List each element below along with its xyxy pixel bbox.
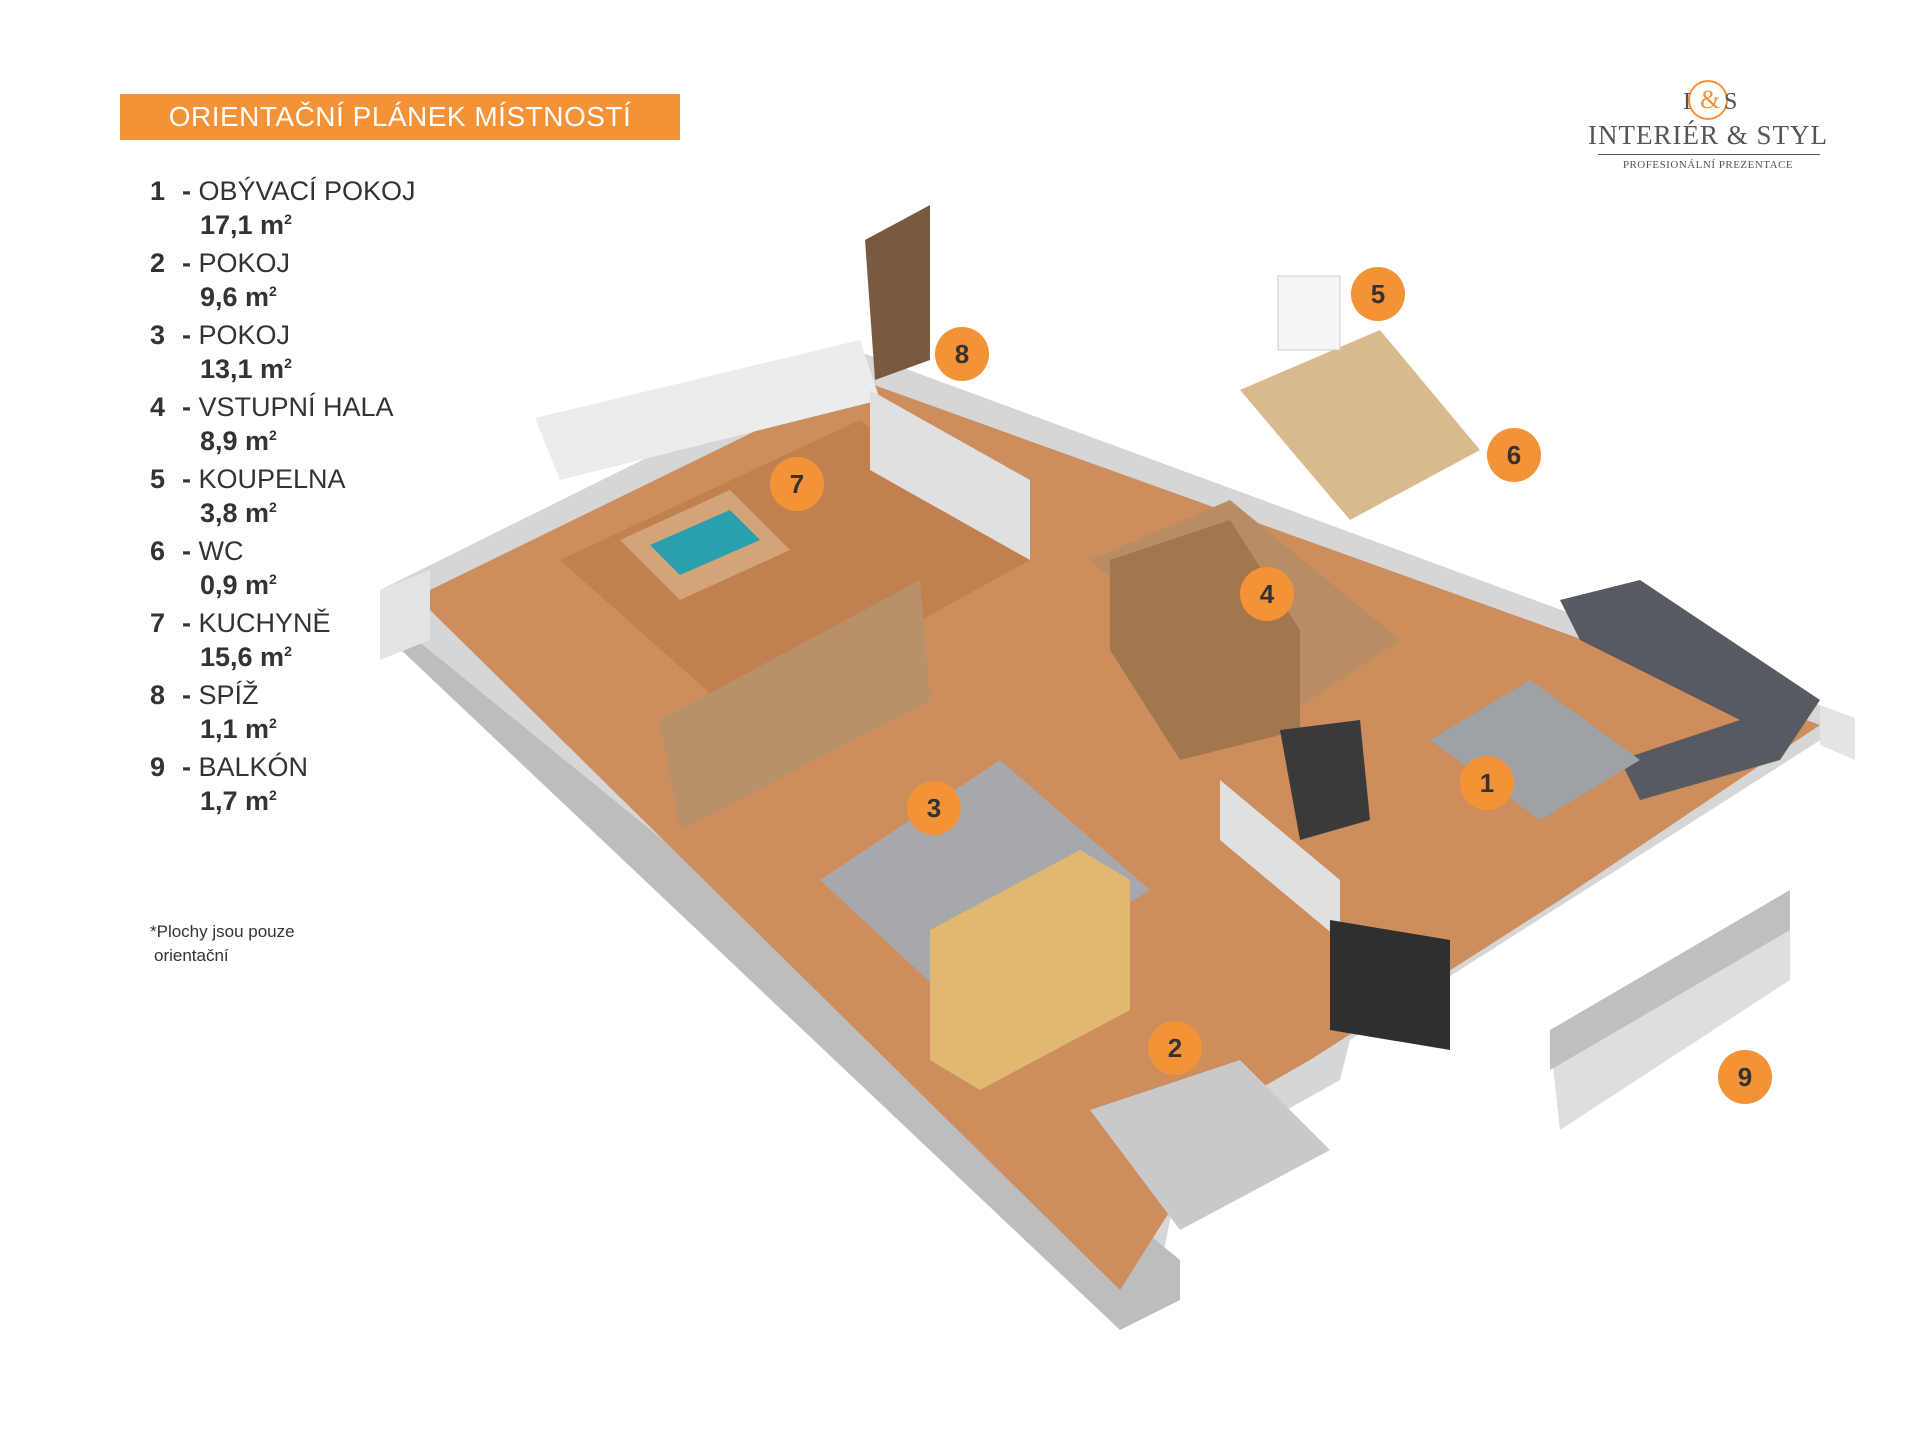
svg-text:2: 2	[1168, 1033, 1182, 1063]
legend-item: 4 - VSTUPNÍ HALA 8,9 m2	[150, 392, 394, 456]
wall-divider-kitchen	[870, 390, 1030, 560]
footnote: *Plochy jsou pouze orientační	[150, 920, 350, 968]
bed	[1090, 1060, 1330, 1230]
legend-number: 2	[150, 248, 166, 278]
legend-number: 3	[150, 320, 166, 350]
room-legend: 1 - OBÝVACÍ POKOJ 17,1 m2 2 - POKOJ 9,6 …	[150, 172, 510, 820]
monogram-left: I	[1683, 89, 1691, 115]
brand-tagline: PROFESIONÁLNÍ PREZENTACE	[1622, 159, 1794, 171]
legend-room-name: POKOJ	[198, 248, 291, 278]
svg-text:1: 1	[1480, 768, 1494, 798]
room-marker-5: 5	[1351, 267, 1405, 321]
kitchen-floor	[560, 420, 1030, 720]
svg-text:&: &	[1700, 85, 1720, 114]
legend-room-area: 0,9 m2	[200, 570, 277, 600]
legend-room-area: 15,6 m2	[200, 642, 292, 672]
room-marker-2: 2	[1148, 1021, 1202, 1075]
room-marker-4: 4	[1240, 567, 1294, 621]
legend-room-name: OBÝVACÍ POKOJ	[198, 176, 416, 206]
svg-text:3: 3	[927, 793, 941, 823]
room-marker-3: 3	[907, 781, 961, 835]
wall-divider-center	[1220, 780, 1340, 940]
legend-room-area: 3,8 m2	[200, 498, 277, 528]
legend-room-area: 1,7 m2	[200, 786, 277, 816]
legend-room-name: BALKÓN	[198, 752, 309, 782]
legend-number: 5	[150, 464, 166, 494]
legend-item: 9 - BALKÓN 1,7 m2	[150, 752, 309, 816]
svg-text:6: 6	[1507, 440, 1521, 470]
wall-north	[535, 340, 880, 480]
legend-number: 6	[150, 536, 166, 566]
legend-room-name: POKOJ	[198, 320, 291, 350]
title-banner: ORIENTAČNÍ PLÁNEK MÍSTNOSTÍ	[120, 94, 680, 140]
svg-text:7: 7	[790, 469, 804, 499]
pantry-shelf	[865, 205, 930, 380]
footnote-line: orientační	[154, 946, 229, 965]
legend-item: 3 - POKOJ 13,1 m2	[150, 320, 292, 384]
footnote-line: *Plochy jsou pouze	[150, 922, 295, 941]
legend-item: 7 - KUCHYNĚ 15,6 m2	[150, 608, 331, 672]
rug-living	[1430, 680, 1640, 820]
wall-west	[380, 570, 430, 660]
balcony-railing	[1550, 890, 1790, 1070]
svg-text:5: 5	[1371, 279, 1385, 309]
wall-east	[1820, 705, 1855, 760]
legend-item: 5 - KOUPELNA 3,8 m2	[150, 464, 346, 528]
water-heater	[1277, 275, 1341, 351]
stove	[1280, 720, 1370, 840]
table-runner	[650, 510, 760, 575]
legend-room-name: SPÍŽ	[198, 680, 259, 710]
legend-room-area: 8,9 m2	[200, 426, 277, 456]
bathroom-floor	[1240, 330, 1480, 520]
kitchen-cabinet	[660, 580, 930, 830]
legend-number: 4	[150, 392, 166, 422]
svg-text:9: 9	[1738, 1062, 1752, 1092]
legend-item: 2 - POKOJ 9,6 m2	[150, 248, 291, 312]
monogram-right: S	[1724, 89, 1737, 115]
brand-logo: I & S INTERIÉR & STYL PROFESIONÁLNÍ PREZ…	[1588, 76, 1828, 176]
legend-item: 1 - OBÝVACÍ POKOJ 17,1 m2	[150, 176, 416, 240]
legend-item: 6 - WC 0,9 m2	[150, 536, 277, 600]
legend-room-name: VSTUPNÍ HALA	[198, 392, 394, 422]
monogram-icon: I & S	[1683, 80, 1737, 120]
brand-name: INTERIÉR & STYL	[1588, 120, 1828, 150]
legend-number: 7	[150, 608, 166, 638]
legend-room-area: 13,1 m2	[200, 354, 292, 384]
legend-room-area: 1,1 m2	[200, 714, 277, 744]
page-title: ORIENTAČNÍ PLÁNEK MÍSTNOSTÍ	[168, 101, 632, 132]
room-marker-1: 1	[1460, 756, 1514, 810]
legend-room-name: KOUPELNA	[198, 464, 346, 494]
legend-number: 8	[150, 680, 166, 710]
room-marker-8: 8	[935, 327, 989, 381]
legend-number: 1	[150, 176, 166, 206]
legend-room-name: WC	[198, 536, 244, 566]
wardrobe	[930, 850, 1130, 1090]
room-marker-9: 9	[1718, 1050, 1772, 1104]
legend-item: 8 - SPÍŽ 1,1 m2	[150, 680, 277, 744]
legend-number: 9	[150, 752, 166, 782]
rug-bedroom	[820, 760, 1150, 1010]
logo-divider	[1598, 154, 1820, 155]
room-marker-6: 6	[1487, 428, 1541, 482]
room-marker-7: 7	[770, 457, 824, 511]
legend-room-area: 9,6 m2	[200, 282, 277, 312]
legend-room-name: KUCHYNĚ	[198, 608, 331, 638]
legend-room-area: 17,1 m2	[200, 210, 292, 240]
svg-text:4: 4	[1260, 579, 1275, 609]
sofa	[1560, 580, 1820, 800]
tv-unit	[1330, 920, 1450, 1050]
svg-text:8: 8	[955, 339, 969, 369]
